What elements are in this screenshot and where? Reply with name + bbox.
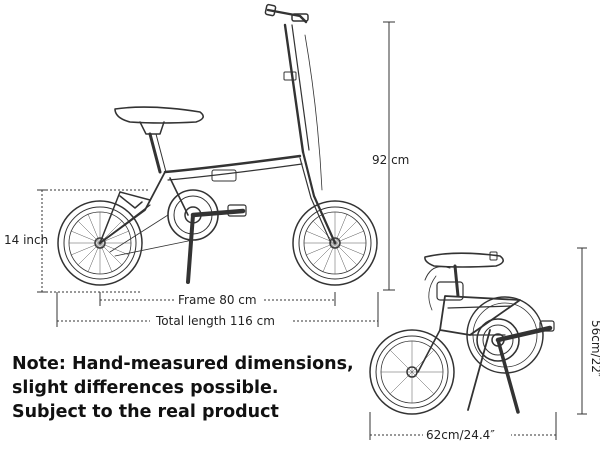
note-line-1: Note: Hand-measured dimensions, [12, 354, 354, 374]
note-line-2: slight differences possible. [12, 378, 279, 398]
folded-bike-illustration [369, 251, 555, 415]
bike-frame [99, 150, 337, 245]
handlebar-stem [264, 3, 323, 191]
total-length-label: Total length 116 cm [155, 314, 275, 328]
height-label: 92 cm [372, 153, 409, 167]
frame-length-label: Frame 80 cm [178, 293, 257, 307]
folded-length-label: 62cm/24.4″ [426, 428, 495, 442]
folded-chainring [476, 318, 555, 414]
folded-front-wheel [369, 329, 455, 415]
folded-seat [424, 251, 504, 298]
unfolded-bike-illustration [57, 3, 378, 286]
folded-height-label: 56cm/22″ [589, 320, 600, 378]
seat-and-post [114, 106, 204, 174]
note-line-3: Subject to the real product [12, 402, 279, 422]
chainring [109, 189, 247, 284]
folded-frame [417, 266, 521, 411]
wheel-size-label: 14 inch [4, 233, 48, 247]
disclaimer-note: Note: Hand-measured dimensions, slight d… [12, 352, 357, 424]
